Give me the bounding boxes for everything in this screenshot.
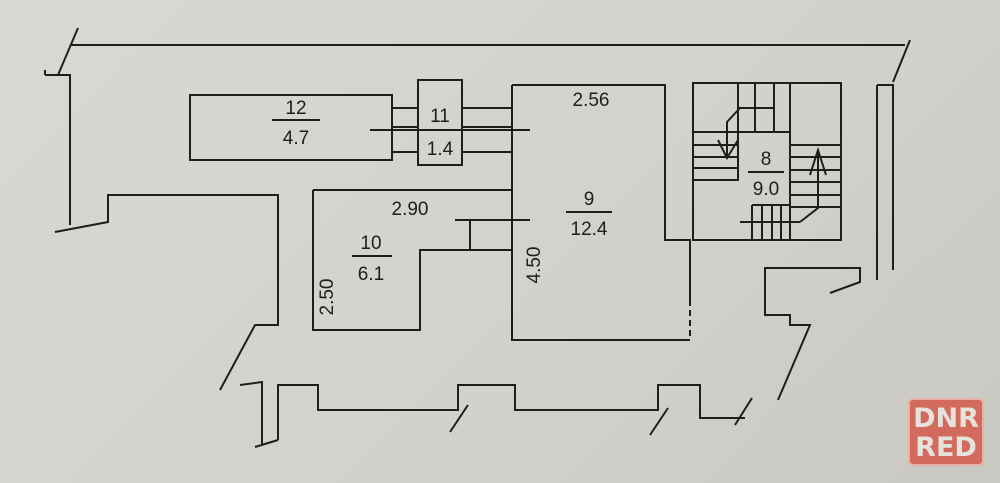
watermark-logo: DNR RED xyxy=(908,398,984,466)
room-number: 10 xyxy=(360,233,381,254)
room-11-walls xyxy=(370,79,530,166)
room-11-label: 11 1.4 xyxy=(427,106,454,160)
room-number: 12 xyxy=(285,98,306,119)
room-10-label: 10 6.1 xyxy=(352,233,392,285)
outer-walls xyxy=(44,27,911,448)
room-12-label: 12 4.7 xyxy=(272,98,320,149)
watermark-line1: DNR xyxy=(913,403,979,434)
room-9-walls xyxy=(511,84,691,341)
dimension-label: 2.56 xyxy=(573,90,610,111)
room-area: 4.7 xyxy=(283,128,309,149)
room-number: 9 xyxy=(584,189,595,210)
room-area: 9.0 xyxy=(753,179,779,200)
stair-down-arrow-icon xyxy=(717,107,741,161)
stair-up-arrow-icon xyxy=(799,146,827,223)
room-9-label: 9 12.4 xyxy=(566,189,612,240)
room-number: 11 xyxy=(430,106,450,127)
room-area: 1.4 xyxy=(427,139,454,160)
stairwell-8 xyxy=(692,82,842,241)
room-10-walls xyxy=(312,189,530,331)
room-area: 6.1 xyxy=(358,264,384,285)
dimension-label: 2.90 xyxy=(392,199,429,220)
dimension-label: 4.50 xyxy=(524,247,545,284)
room-8-label: 8 9.0 xyxy=(748,149,784,200)
watermark-line2: RED xyxy=(915,432,977,463)
room-area: 12.4 xyxy=(571,219,608,240)
room-number: 8 xyxy=(761,149,772,170)
dimension-label: 2.50 xyxy=(317,279,338,316)
